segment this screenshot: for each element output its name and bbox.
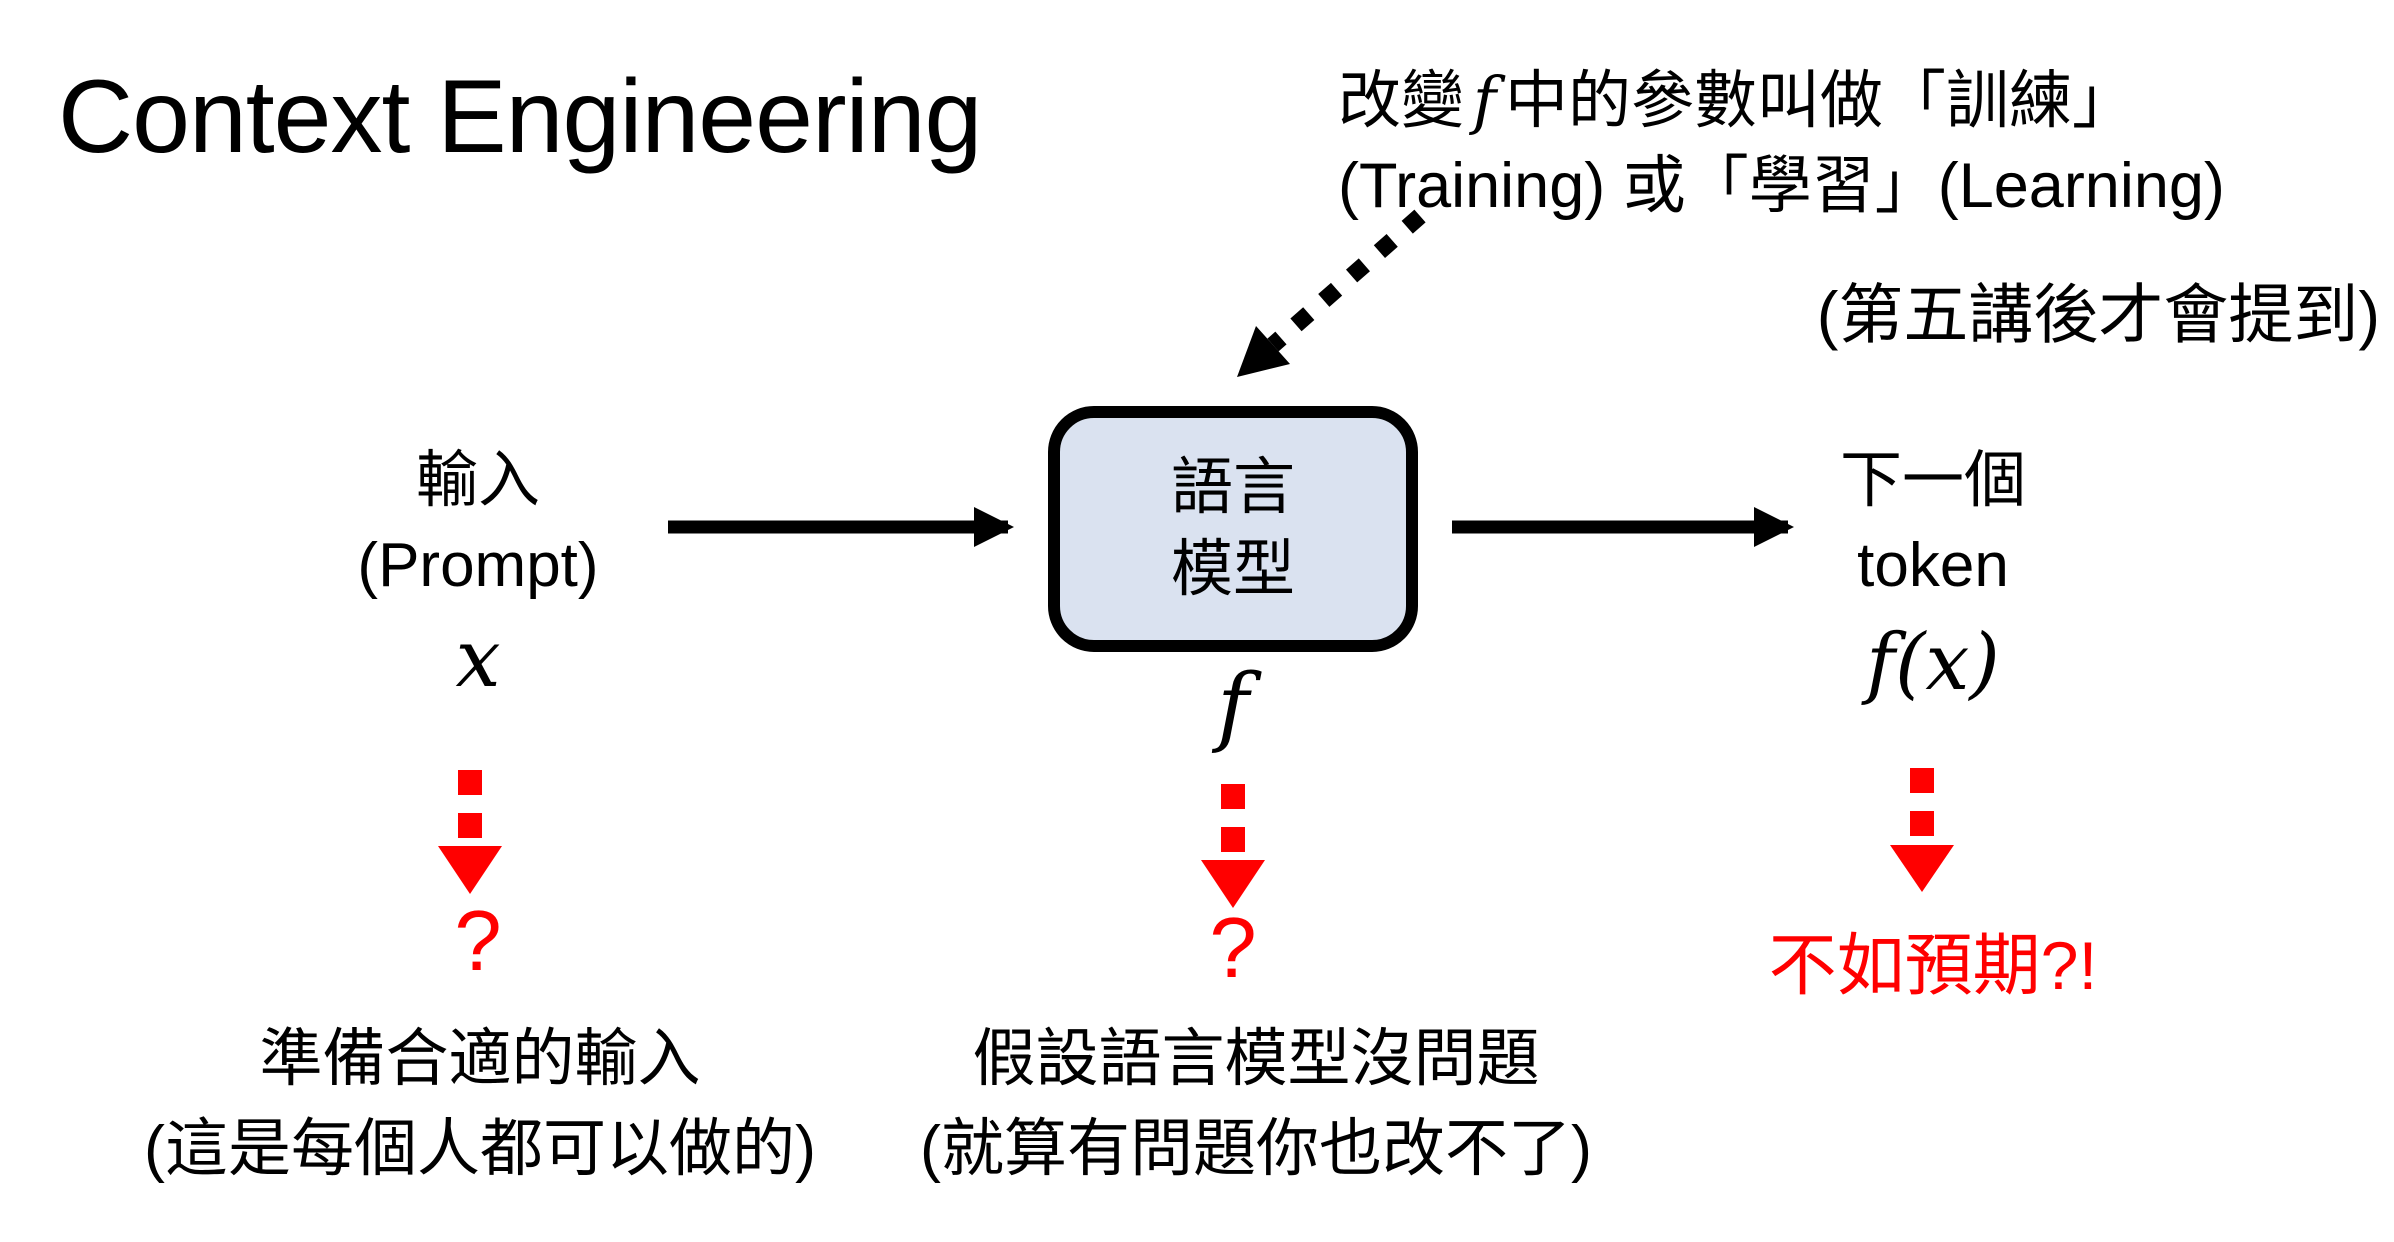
- page-title: Context Engineering: [58, 59, 982, 175]
- input-caption-line1: 準備合適的輸入: [259, 1024, 701, 1094]
- language-model-label-line1: 語言: [1170, 453, 1295, 522]
- inline-math-f: f: [1472, 64, 1497, 137]
- math-f: f: [1217, 656, 1249, 756]
- language-model-label-line2: 模型: [1170, 535, 1295, 604]
- output-label-cjk: 下一個: [1839, 446, 2026, 515]
- input-label-en: (Prompt): [357, 531, 599, 600]
- model-caption-line1: 假設語言模型沒問題: [972, 1024, 1540, 1094]
- output-mismatch-text: 不如預期?!: [1768, 928, 2098, 1004]
- input-caption-line2: (這是每個人都可以做的): [144, 1114, 816, 1184]
- output-label-en: token: [1857, 531, 2009, 600]
- input-question-arrow-icon: [438, 770, 502, 894]
- model-question-arrow-icon: [1201, 784, 1265, 908]
- input-label: 輸入 (Prompt): [258, 438, 698, 608]
- input-caption: 準備合適的輸入 (這是每個人都可以做的): [20, 1014, 940, 1194]
- output-label: 下一個 token: [1713, 438, 2153, 608]
- training-note-later: (第五講後才會提到): [1816, 278, 2380, 351]
- math-fx: f(x): [1866, 618, 2000, 708]
- model-caption: 假設語言模型沒問題 (就算有問題你也改不了): [796, 1014, 1716, 1194]
- math-x: x: [455, 612, 501, 705]
- model-caption-line2: (就算有問題你也改不了): [920, 1114, 1592, 1184]
- training-note-line1-suffix: 中的參數叫做「訓練」: [1504, 66, 2135, 136]
- training-note-line1-prefix: 改變: [1338, 66, 1464, 136]
- input-label-cjk: 輸入: [415, 446, 540, 515]
- language-model-box: 語言 模型: [1048, 406, 1418, 652]
- training-note-line2: (Training) 或「學習」(Learning): [1338, 151, 2225, 221]
- model-question-mark: ?: [1209, 901, 1257, 996]
- output-mismatch-arrow-icon: [1890, 768, 1954, 892]
- input-question-mark: ?: [454, 894, 502, 989]
- training-dotted-arrow-icon: [1237, 209, 1426, 377]
